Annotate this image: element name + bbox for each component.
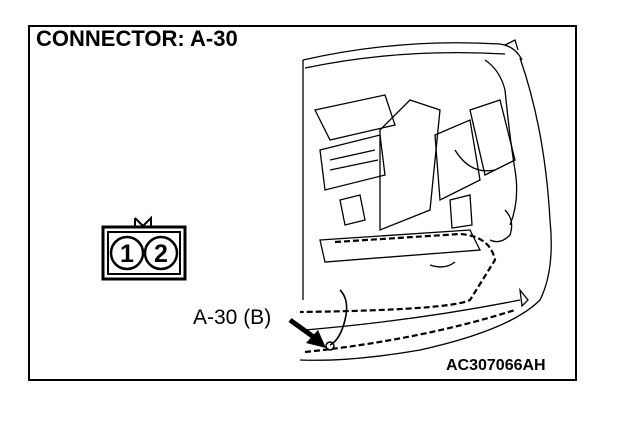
diagram-frame (28, 25, 577, 381)
pin-2-circle (143, 235, 179, 271)
engine-block (319, 134, 386, 191)
wiring-harness (299, 232, 497, 314)
pin-2-label: 2 (154, 240, 168, 268)
bracket-right (449, 194, 473, 229)
harness-right (484, 59, 518, 226)
connector-symbol: 1 2 (101, 215, 187, 281)
bumper-upper-line (304, 299, 521, 331)
harness-loop (489, 209, 513, 243)
hood-edge (302, 42, 523, 61)
fender-outline (299, 57, 552, 361)
pin-1-label: 1 (120, 240, 134, 268)
connector-small (429, 261, 456, 268)
engine-bay-drawing (299, 39, 552, 361)
pin-1-circle (109, 235, 145, 271)
connector-housing (101, 225, 187, 281)
engine-cover (314, 94, 396, 141)
arrow-shaft (288, 317, 317, 341)
arrow-head (306, 330, 326, 348)
air-box (434, 119, 481, 202)
engine-ribs (329, 149, 379, 171)
connector-a30-location (325, 341, 335, 351)
hood-inner-edge (304, 51, 506, 69)
harness-branch (329, 289, 348, 346)
figure-code: AC307066AH (446, 357, 546, 374)
callout-arrow (288, 317, 335, 351)
connector-inner (107, 231, 181, 275)
callout-label: A-30 (B) (193, 306, 272, 329)
air-intake (379, 99, 441, 231)
bracket (339, 194, 366, 226)
clip-right (519, 287, 529, 308)
harness-clip (504, 39, 519, 51)
bumper-harness (304, 308, 516, 354)
battery (469, 99, 516, 176)
cable (454, 149, 496, 172)
diagram-title: CONNECTOR: A-30 (36, 26, 238, 51)
radiator-support (319, 229, 482, 263)
